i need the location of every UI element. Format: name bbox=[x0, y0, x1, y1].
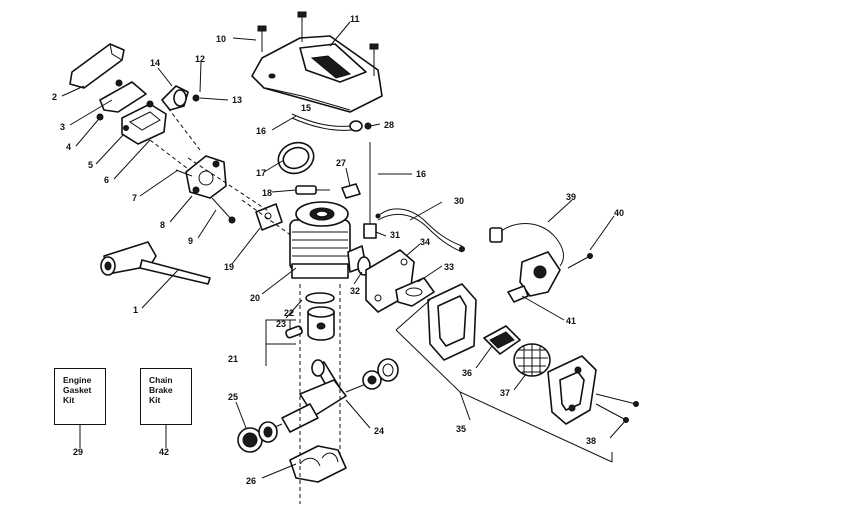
callout-16-right: 16 bbox=[416, 169, 426, 179]
callout-30: 30 bbox=[454, 196, 464, 206]
spark-plug-part bbox=[295, 185, 330, 195]
callout-41: 41 bbox=[566, 316, 576, 326]
engine-gasket-kit-number: 29 bbox=[73, 447, 84, 457]
cylinder-cover-part bbox=[251, 35, 383, 113]
callout-27: 27 bbox=[336, 158, 346, 168]
callout-20: 20 bbox=[250, 293, 260, 303]
crankcase-cap-part bbox=[289, 445, 347, 483]
callout-38: 38 bbox=[586, 436, 596, 446]
scrench-tool-part bbox=[100, 241, 211, 285]
callout-32: 32 bbox=[350, 286, 360, 296]
callout-13: 13 bbox=[232, 95, 242, 105]
callout-2: 2 bbox=[52, 92, 57, 102]
leader-lines bbox=[61, 21, 627, 479]
muffler-plate-part bbox=[547, 355, 597, 425]
callout-4: 4 bbox=[66, 142, 71, 152]
callout-24: 24 bbox=[374, 426, 384, 436]
callout-19: 19 bbox=[224, 262, 234, 272]
callout-10: 10 bbox=[216, 34, 226, 44]
throttle-trigger-part bbox=[69, 43, 125, 89]
callout-25: 25 bbox=[228, 392, 238, 402]
callout-34: 34 bbox=[420, 237, 430, 247]
callout-39: 39 bbox=[566, 192, 576, 202]
grommet-part bbox=[341, 183, 361, 199]
crank-bearing-right-part bbox=[362, 358, 399, 390]
callout-7: 7 bbox=[132, 193, 137, 203]
callout-12: 12 bbox=[195, 54, 205, 64]
callout-18: 18 bbox=[262, 188, 272, 198]
ignition-wire-part bbox=[375, 208, 465, 253]
callout-numbers: 1 2 3 4 5 6 7 8 9 10 11 12 13 14 15 16 1… bbox=[52, 14, 624, 486]
callout-22: 22 bbox=[284, 308, 294, 318]
piston-part bbox=[307, 306, 335, 341]
callout-5: 5 bbox=[88, 160, 93, 170]
spark-arrestor-screen-part bbox=[483, 325, 521, 355]
intake-manifold-part bbox=[175, 155, 236, 224]
callout-8: 8 bbox=[160, 220, 165, 230]
spark-plug-boot-part bbox=[291, 113, 372, 132]
callout-36: 36 bbox=[462, 368, 472, 378]
callout-11: 11 bbox=[350, 14, 360, 24]
intake-boot-part bbox=[149, 85, 201, 176]
throttle-lockout-part bbox=[96, 79, 147, 121]
chain-brake-kit-number: 42 bbox=[159, 447, 170, 457]
muffler-baffle-part bbox=[513, 343, 551, 377]
muffler-screws-part bbox=[595, 393, 639, 423]
callout-6: 6 bbox=[104, 175, 109, 185]
callout-14: 14 bbox=[150, 58, 160, 68]
callout-17: 17 bbox=[256, 168, 266, 178]
callout-31: 31 bbox=[390, 230, 400, 240]
callout-3: 3 bbox=[60, 122, 65, 132]
piston-ring-part bbox=[305, 292, 335, 304]
cover-screws-part bbox=[257, 11, 379, 76]
chain-brake-kit-box: Chain Brake Kit bbox=[140, 368, 192, 425]
carburetor-part bbox=[121, 100, 167, 145]
callout-21: 21 bbox=[228, 354, 238, 364]
callout-33: 33 bbox=[444, 262, 454, 272]
muffler-gasket-two-part bbox=[395, 277, 435, 307]
callout-23: 23 bbox=[276, 319, 286, 329]
crank-bearing-left-part bbox=[237, 421, 278, 453]
crankshaft-part bbox=[267, 359, 367, 433]
callout-26: 26 bbox=[246, 476, 256, 486]
callout-35: 35 bbox=[456, 424, 466, 434]
callout-28: 28 bbox=[384, 120, 394, 130]
callout-15: 15 bbox=[301, 103, 311, 113]
callout-37: 37 bbox=[500, 388, 510, 398]
callout-9: 9 bbox=[188, 236, 193, 246]
callout-16-left: 16 bbox=[256, 126, 266, 136]
cylinder-part bbox=[289, 201, 367, 279]
engine-gasket-kit-label: Engine Gasket Kit bbox=[63, 375, 92, 405]
chain-brake-kit-label: Chain Brake Kit bbox=[149, 375, 173, 405]
ignition-module-part bbox=[489, 223, 593, 303]
piston-pin-part bbox=[285, 325, 303, 339]
callout-1: 1 bbox=[133, 305, 138, 315]
callout-40: 40 bbox=[614, 208, 624, 218]
engine-gasket-kit-box: Engine Gasket Kit bbox=[54, 368, 106, 425]
alignment-lines bbox=[187, 157, 341, 504]
muffler-cover-part bbox=[427, 283, 477, 361]
impulse-line-part bbox=[363, 142, 377, 239]
air-filter-seal-part bbox=[277, 141, 315, 175]
